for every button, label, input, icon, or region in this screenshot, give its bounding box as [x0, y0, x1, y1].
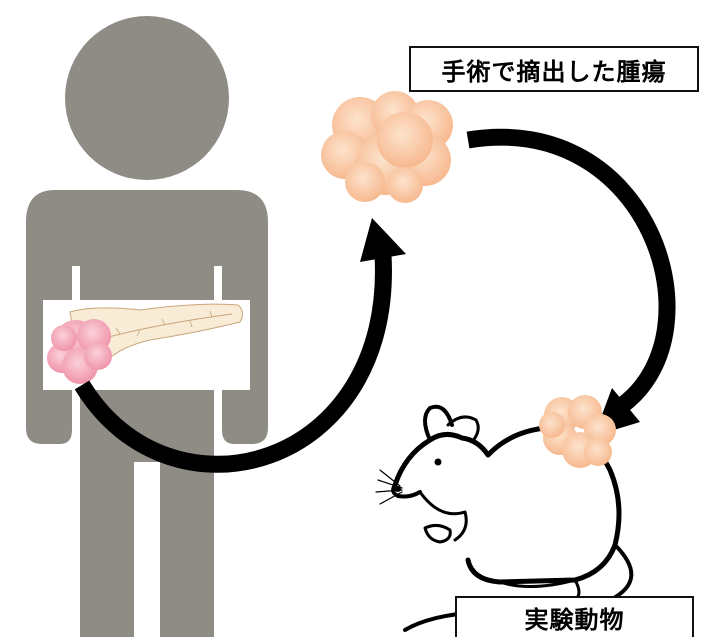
excised-tumor-label: 手術で摘出した腫瘍: [409, 46, 699, 92]
experimental-animal-label: 実験動物: [455, 596, 694, 637]
implanted-tumor-icon: [539, 395, 616, 468]
pancreas-inset: [43, 300, 250, 390]
excised-tumor-icon: [321, 91, 453, 203]
arrow-to-mouse: [468, 137, 667, 436]
